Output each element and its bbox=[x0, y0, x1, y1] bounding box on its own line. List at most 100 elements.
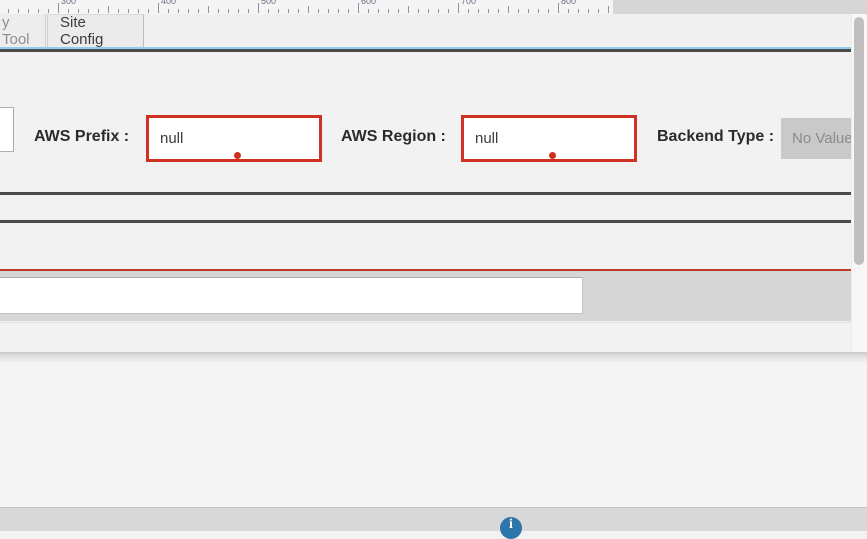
ruler-tick-major bbox=[358, 3, 359, 13]
info-icon[interactable]: i bbox=[500, 517, 522, 539]
ruler-tick-minor bbox=[378, 9, 379, 13]
ruler-tick-minor bbox=[78, 9, 79, 13]
ruler-tick-label: 600 bbox=[361, 0, 377, 6]
panel-shadow bbox=[0, 352, 867, 362]
ruler-tick-minor bbox=[418, 9, 419, 13]
ruler-tick-label: 800 bbox=[561, 0, 577, 6]
ruler-tick-minor bbox=[598, 9, 599, 13]
band-text-input[interactable] bbox=[0, 277, 583, 314]
ruler-tick-minor bbox=[348, 9, 349, 13]
ruler-tick-minor bbox=[508, 6, 509, 13]
tab-y-tool[interactable]: y Tool bbox=[0, 13, 46, 48]
vertical-scrollbar-thumb[interactable] bbox=[854, 17, 864, 265]
ruler-tick-minor bbox=[8, 9, 9, 13]
ruler-tick-minor bbox=[478, 9, 479, 13]
ruler-tick-minor bbox=[28, 9, 29, 13]
ruler-tick-minor bbox=[498, 9, 499, 13]
ruler-tick-major bbox=[58, 3, 59, 13]
ruler-tick-minor bbox=[518, 9, 519, 13]
ruler-tick-minor bbox=[88, 9, 89, 13]
ruler-tick-minor bbox=[168, 9, 169, 13]
ruler-inactive-region bbox=[613, 0, 867, 14]
ruler-tick-minor bbox=[538, 9, 539, 13]
ruler-tick-minor bbox=[568, 9, 569, 13]
ruler-tick-minor bbox=[278, 9, 279, 13]
ruler-tick-minor bbox=[18, 9, 19, 13]
ruler-tick-minor bbox=[438, 9, 439, 13]
search-band bbox=[0, 271, 867, 321]
aws-region-input[interactable]: null bbox=[461, 115, 637, 162]
ruler-tick-minor bbox=[428, 9, 429, 13]
ruler-tick-minor bbox=[98, 9, 99, 13]
panel-lower-region bbox=[0, 322, 867, 353]
ruler-tick-minor bbox=[398, 9, 399, 13]
ruler-tick-minor bbox=[248, 9, 249, 13]
ruler-tick-minor bbox=[148, 9, 149, 13]
ruler-tick-major bbox=[258, 3, 259, 13]
ruler-tick-minor bbox=[288, 9, 289, 13]
ruler-tick-minor bbox=[208, 6, 209, 13]
ruler-tick-minor bbox=[138, 9, 139, 13]
ruler-tick-minor bbox=[108, 6, 109, 13]
ruler-tick-minor bbox=[188, 9, 189, 13]
tab-strip: y Tool Site Config bbox=[0, 14, 867, 49]
aws-region-label: AWS Region : bbox=[341, 128, 446, 145]
section-divider-2 bbox=[0, 220, 867, 223]
aws-prefix-error-dot-icon bbox=[234, 152, 241, 159]
ruler-tick-label: 300 bbox=[61, 0, 77, 6]
ruler-tick-major bbox=[458, 3, 459, 13]
section-divider-1 bbox=[0, 192, 867, 195]
config-field-row: AWS Prefix : null AWS Region : null Back… bbox=[0, 60, 867, 162]
ruler-tick-major bbox=[558, 3, 559, 13]
ruler-tick-minor bbox=[608, 6, 609, 13]
ruler-tick-minor bbox=[368, 9, 369, 13]
backend-type-value: No Value bbox=[792, 130, 853, 147]
ruler-tick-minor bbox=[298, 9, 299, 13]
left-truncated-input[interactable] bbox=[0, 107, 14, 152]
aws-region-error-dot-icon bbox=[549, 152, 556, 159]
section-divider-red bbox=[0, 269, 867, 271]
ruler-tick-minor bbox=[48, 9, 49, 13]
ruler-tick-label: 400 bbox=[161, 0, 177, 6]
status-bar bbox=[0, 507, 867, 531]
aws-prefix-value: null bbox=[160, 130, 184, 147]
ruler-tick-minor bbox=[38, 9, 39, 13]
backend-type-label: Backend Type : bbox=[657, 128, 775, 145]
ruler-tick-minor bbox=[308, 6, 309, 13]
ruler-tick-minor bbox=[578, 9, 579, 13]
tab-strip-filler bbox=[145, 14, 867, 47]
ruler-tick-major bbox=[158, 3, 159, 13]
ruler-tick-minor bbox=[588, 9, 589, 13]
ruler-tick-minor bbox=[388, 9, 389, 13]
ruler-tick-minor bbox=[328, 9, 329, 13]
ruler-tick-minor bbox=[448, 9, 449, 13]
aws-prefix-label: AWS Prefix : bbox=[34, 128, 130, 145]
background-area bbox=[0, 362, 867, 507]
ruler-tick-minor bbox=[268, 9, 269, 13]
ruler-tick-minor bbox=[488, 9, 489, 13]
ruler-tick-label: 700 bbox=[461, 0, 477, 6]
ruler-active-region bbox=[0, 0, 613, 14]
ruler-tick-minor bbox=[528, 9, 529, 13]
ruler-tick-minor bbox=[178, 9, 179, 13]
aws-region-value: null bbox=[475, 130, 499, 147]
ruler-tick-minor bbox=[68, 9, 69, 13]
ruler-tick-minor bbox=[548, 9, 549, 13]
ruler-tick-minor bbox=[128, 9, 129, 13]
ruler-tick-minor bbox=[408, 6, 409, 13]
ruler-tick-minor bbox=[318, 9, 319, 13]
ruler-tick-minor bbox=[338, 9, 339, 13]
aws-prefix-input[interactable]: null bbox=[146, 115, 322, 162]
tab-y-tool-label: y Tool bbox=[2, 13, 30, 48]
tab-site-config[interactable]: Site Config bbox=[47, 14, 144, 48]
ruler-tick-minor bbox=[238, 9, 239, 13]
ruler-tick-minor bbox=[118, 9, 119, 13]
panel-top-divider bbox=[0, 49, 867, 52]
ruler-tick-label: 500 bbox=[261, 0, 277, 6]
info-icon-glyph: i bbox=[509, 517, 513, 532]
ruler-tick-minor bbox=[228, 9, 229, 13]
ruler-tick-minor bbox=[218, 9, 219, 13]
tab-site-config-label: Site Config bbox=[60, 14, 104, 48]
horizontal-ruler: 300 400 500 600 700 800 bbox=[0, 0, 867, 14]
ruler-tick-minor bbox=[198, 9, 199, 13]
